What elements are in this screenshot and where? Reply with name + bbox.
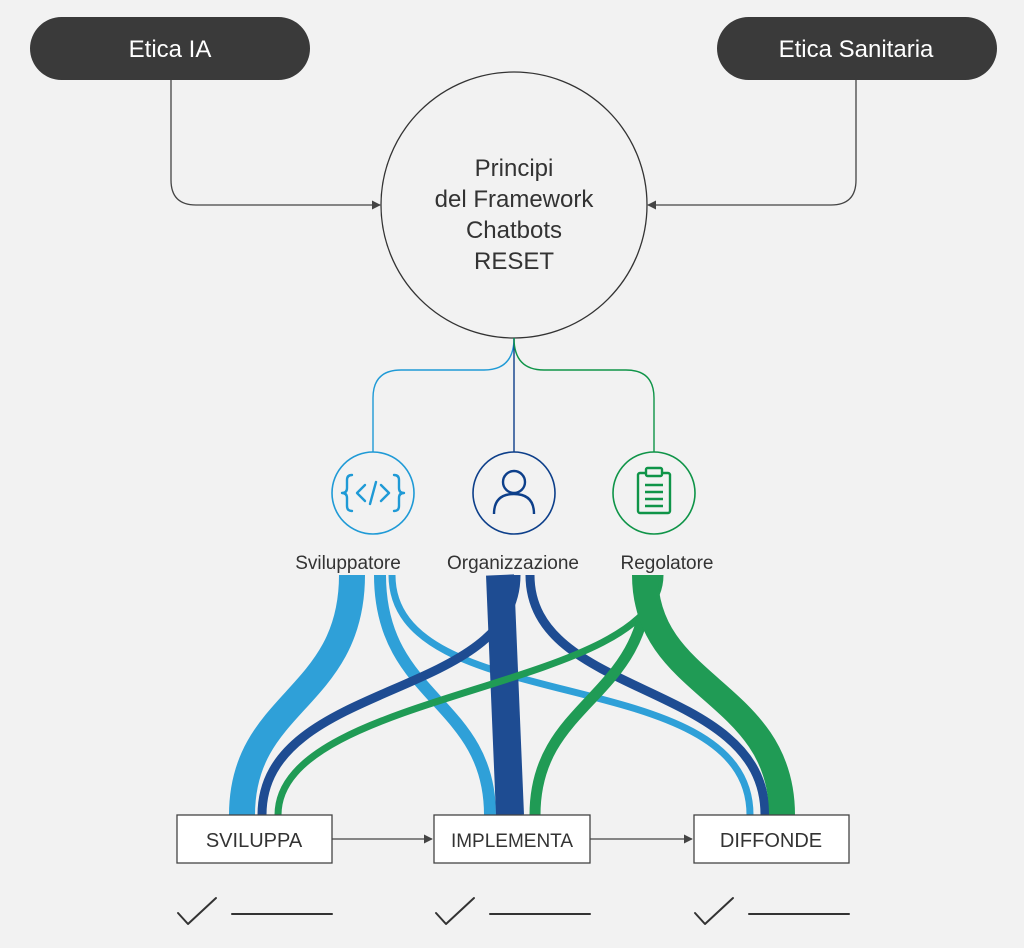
stage-box-sviluppa bbox=[176, 814, 333, 864]
source-label-right: Etica Sanitaria bbox=[779, 36, 934, 63]
flow-regolatore-implementa bbox=[529, 574, 654, 816]
flow-organizzazione-diffonde bbox=[525, 574, 770, 816]
connector-right bbox=[647, 80, 857, 210]
stage-label-implementa: IMPLEMENTA bbox=[451, 831, 573, 852]
center-line-1: Principi bbox=[475, 155, 554, 182]
role-label-organizzazione: Organizzazione bbox=[447, 553, 579, 574]
stage-box-implementa bbox=[433, 814, 591, 864]
role-label-sviluppatore: Sviluppatore bbox=[295, 553, 401, 574]
stage-box-diffonde bbox=[693, 814, 850, 864]
clipboard-icon bbox=[636, 466, 672, 515]
center-line-4: RESET bbox=[474, 248, 554, 275]
stage-label-sviluppa: SVILUPPA bbox=[206, 830, 303, 852]
check-icon bbox=[694, 897, 734, 925]
flow-sviluppatore-implementa bbox=[374, 574, 496, 816]
flow-organizzazione-implementa bbox=[486, 574, 524, 816]
stage-label-diffonde: DIFFONDE bbox=[720, 830, 822, 852]
flow-sviluppatore-diffonde bbox=[388, 574, 754, 816]
branch-regolatore bbox=[513, 337, 655, 452]
center-line-3: Chatbots bbox=[466, 217, 562, 244]
center-line-2: del Framework bbox=[435, 186, 595, 213]
branch-sviluppatore bbox=[372, 337, 515, 452]
source-pill-right bbox=[717, 17, 997, 80]
connector-left bbox=[170, 80, 381, 210]
check-icon bbox=[177, 897, 217, 925]
checklist bbox=[177, 897, 850, 925]
role-sviluppatore bbox=[331, 451, 415, 535]
role-regolatore bbox=[612, 451, 696, 535]
check-icon bbox=[435, 897, 475, 925]
source-label-left: Etica IA bbox=[129, 36, 212, 63]
role-organizzazione bbox=[472, 451, 556, 535]
person-icon bbox=[492, 469, 536, 515]
flow-ribbons bbox=[229, 574, 795, 816]
flow-regolatore-diffonde bbox=[632, 574, 795, 816]
code-brackets-icon bbox=[340, 473, 406, 513]
flow-sviluppatore-sviluppa bbox=[229, 574, 365, 816]
source-pill-left bbox=[30, 17, 310, 80]
role-label-regolatore: Regolatore bbox=[621, 553, 714, 574]
